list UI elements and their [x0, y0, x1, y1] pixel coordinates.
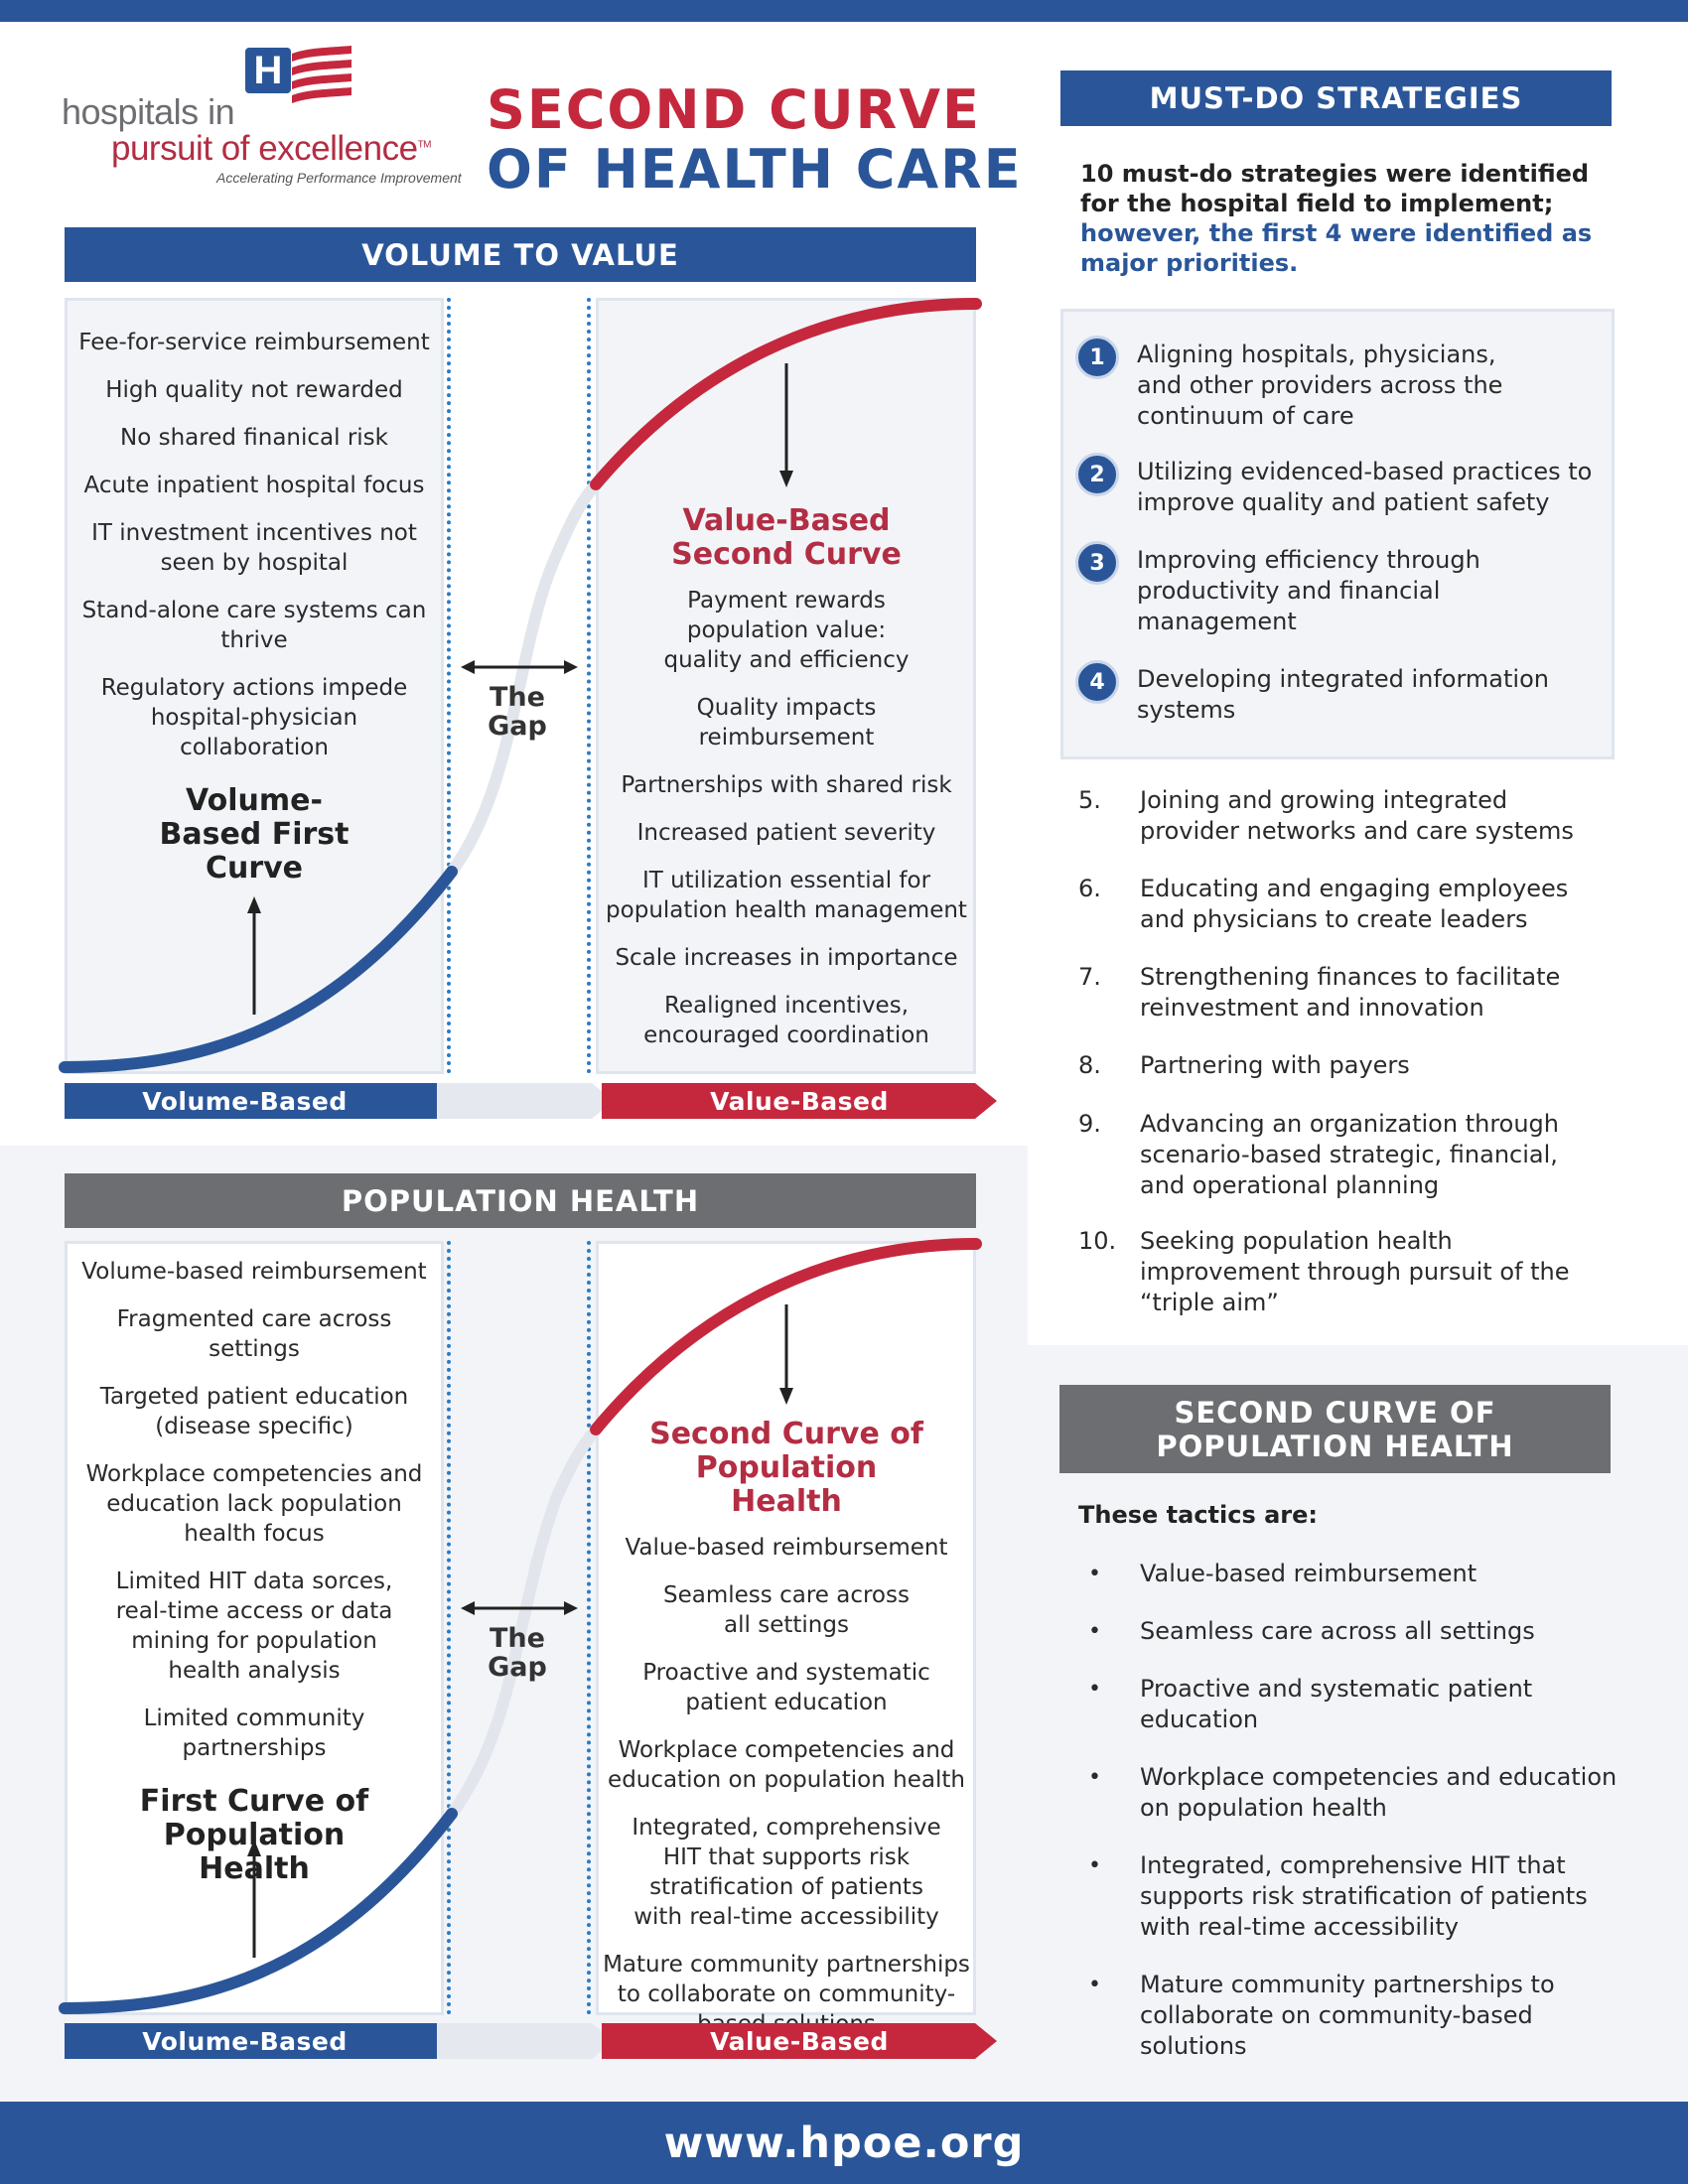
tactic-item: • Workplace competencies and education o…: [1088, 1763, 1618, 1822]
second-curve-item: IT utilization essential for population …: [606, 868, 967, 923]
volume-based-arrow-bar: Volume-Based: [65, 1083, 465, 1119]
strategy-item: 6. Educating and engaging employees and …: [1078, 875, 1569, 933]
number-badge-icon: 3: [1075, 541, 1119, 585]
first-curve-pop-item: Targeted patient education (disease spec…: [99, 1384, 409, 1439]
volume-to-value-header: VOLUME TO VALUE: [65, 227, 976, 282]
gap-label: The Gap: [488, 682, 547, 742]
page-title-line1: SECOND CURVE: [487, 78, 981, 141]
bullet-icon: •: [1088, 1677, 1101, 1702]
tactic-item: • Seamless care across all settings: [1088, 1617, 1535, 1645]
logo-h-icon: H: [245, 48, 291, 93]
value-based-arrow-bar: Value-Based: [602, 1083, 997, 1119]
must-do-intro: 10 must-do strategies were identified fo…: [1080, 160, 1593, 277]
strategy-item: 8. Partnering with payers: [1078, 1051, 1410, 1079]
number-badge-icon: 2: [1075, 453, 1119, 496]
number-badge-icon: 4: [1075, 660, 1119, 704]
second-curve-pop-item: Seamless care across all settings: [663, 1582, 910, 1638]
gap-divider-left: [447, 1241, 451, 2015]
second-curve-list: Value-Based Second Curve Payment rewards…: [602, 504, 971, 1068]
priority-item: 1 Aligning hospitals, physicians, and ot…: [1075, 336, 1534, 432]
logo-flag-icon: [292, 46, 352, 103]
gap-label: The Gap: [488, 1623, 547, 1683]
gap-divider-left: [447, 298, 451, 1074]
first-curve-item: Regulatory actions impede hospital-physi…: [100, 675, 408, 760]
second-curve-item: Scale increases in importance: [615, 945, 958, 971]
second-curve-item: Payment rewards population value: qualit…: [663, 588, 910, 673]
first-curve-item: Fee-for-service reimbursement: [78, 330, 430, 355]
first-curve-item: High quality not rewarded: [105, 377, 403, 403]
second-curve-pop-item: Integrated, comprehensive HIT that suppo…: [632, 1815, 941, 1930]
priority-strategies-panel: 1 Aligning hospitals, physicians, and ot…: [1060, 309, 1615, 759]
bullet-icon: •: [1088, 1973, 1101, 1997]
tactic-item: • Value-based reimbursement: [1088, 1560, 1477, 1587]
priority-text: Improving efficiency through productivit…: [1137, 546, 1480, 635]
gap-divider-right: [587, 1241, 591, 2015]
gap-divider-right: [587, 298, 591, 1074]
first-curve-item: Acute inpatient hospital focus: [83, 473, 425, 498]
second-curve-item: Quality impacts reimbursement: [696, 695, 877, 751]
logo-text-line2: pursuit of excellenceTM: [111, 129, 432, 168]
footer-bar: www.hpoe.org: [0, 2102, 1688, 2184]
priority-item: 3 Improving efficiency through productiv…: [1075, 541, 1514, 637]
first-curve-pop-item: Workplace competencies and education lac…: [85, 1461, 423, 1547]
must-do-header: MUST-DO STRATEGIES: [1060, 70, 1612, 126]
population-health-header: POPULATION HEALTH: [65, 1173, 976, 1228]
strategy-item: 9. Advancing an organization through sce…: [1078, 1110, 1559, 1199]
tactic-item: • Proactive and systematic patient educa…: [1088, 1675, 1533, 1733]
first-curve-list: Fee-for-service reimbursement High quali…: [75, 328, 433, 886]
second-curve-pop-list: Second Curve of Population Health Value-…: [602, 1418, 971, 2057]
first-curve-pop-heading: First Curve of Population Health: [139, 1784, 369, 1886]
tactic-item: • Integrated, comprehensive HIT that sup…: [1088, 1851, 1588, 1941]
second-curve-pop-item: Proactive and systematic patient educati…: [642, 1660, 930, 1715]
first-curve-pop-item: Limited community partnerships: [143, 1706, 365, 1761]
logo-text-line1: hospitals in: [62, 91, 235, 132]
second-curve-pop-header: SECOND CURVE OF POPULATION HEALTH: [1059, 1385, 1611, 1473]
bullet-icon: •: [1088, 1619, 1101, 1644]
priority-text: Utilizing evidenced-based practices to i…: [1137, 458, 1593, 516]
priority-item: 2 Utilizing evidenced-based practices to…: [1075, 453, 1604, 518]
second-curve-pop-item: Value-based reimbursement: [625, 1535, 948, 1561]
first-curve-pop-list: Volume-based reimbursement Fragmented ca…: [75, 1257, 433, 1886]
number-badge-icon: 1: [1075, 336, 1119, 379]
priority-item: 4 Developing integrated information syst…: [1075, 660, 1574, 726]
logo-tagline: Accelerating Performance Improvement: [216, 170, 462, 186]
value-based-arrow-bar: Value-Based: [602, 2023, 997, 2059]
second-curve-pop-heading: Second Curve of Population Health: [649, 1417, 923, 1519]
first-curve-heading: Volume-Based First Curve: [159, 783, 350, 886]
bullet-icon: •: [1088, 1853, 1101, 1878]
priority-text: Developing integrated information system…: [1137, 665, 1549, 724]
first-curve-pop-item: Volume-based reimbursement: [81, 1259, 427, 1285]
gap-arrow-bar: [437, 1083, 614, 1119]
tactic-item: • Mature community partnerships to colla…: [1088, 1971, 1555, 2060]
volume-based-arrow-bar: Volume-Based: [65, 2023, 465, 2059]
second-curve-pop-item: Workplace competencies and education on …: [608, 1737, 965, 1793]
priority-text: Aligning hospitals, physicians, and othe…: [1137, 341, 1503, 430]
population-health-curve: [59, 1238, 982, 2014]
top-accent-bar: [0, 0, 1688, 22]
second-curve-item: Realigned incentives, encouraged coordin…: [643, 993, 929, 1048]
page-title-line2: OF HEALTH CARE: [487, 138, 1023, 201]
strategy-item: 7. Strengthening finances to facilitate …: [1078, 963, 1561, 1022]
bullet-icon: •: [1088, 1562, 1101, 1586]
footer-url-link[interactable]: www.hpoe.org: [663, 2117, 1025, 2168]
first-curve-item: Stand-alone care systems can thrive: [81, 598, 427, 653]
second-curve-item: Partnerships with shared risk: [621, 772, 952, 798]
volume-to-value-curve: [59, 298, 982, 1073]
first-curve-item: IT investment incentives not seen by hos…: [91, 520, 417, 576]
strategy-item: 5. Joining and growing integrated provid…: [1078, 786, 1574, 845]
first-curve-pop-item: Fragmented care across settings: [116, 1306, 392, 1362]
gap-arrow-bar: [437, 2023, 614, 2059]
first-curve-pop-item: Limited HIT data sorces, real-time acces…: [115, 1569, 393, 1684]
tactics-heading: These tactics are:: [1078, 1501, 1319, 1529]
bullet-icon: •: [1088, 1765, 1101, 1790]
second-curve-heading: Value-Based Second Curve: [671, 503, 902, 572]
first-curve-item: No shared finanical risk: [120, 425, 388, 451]
second-curve-item: Increased patient severity: [636, 820, 936, 846]
strategy-item: 10. Seeking population health improvemen…: [1078, 1227, 1570, 1316]
